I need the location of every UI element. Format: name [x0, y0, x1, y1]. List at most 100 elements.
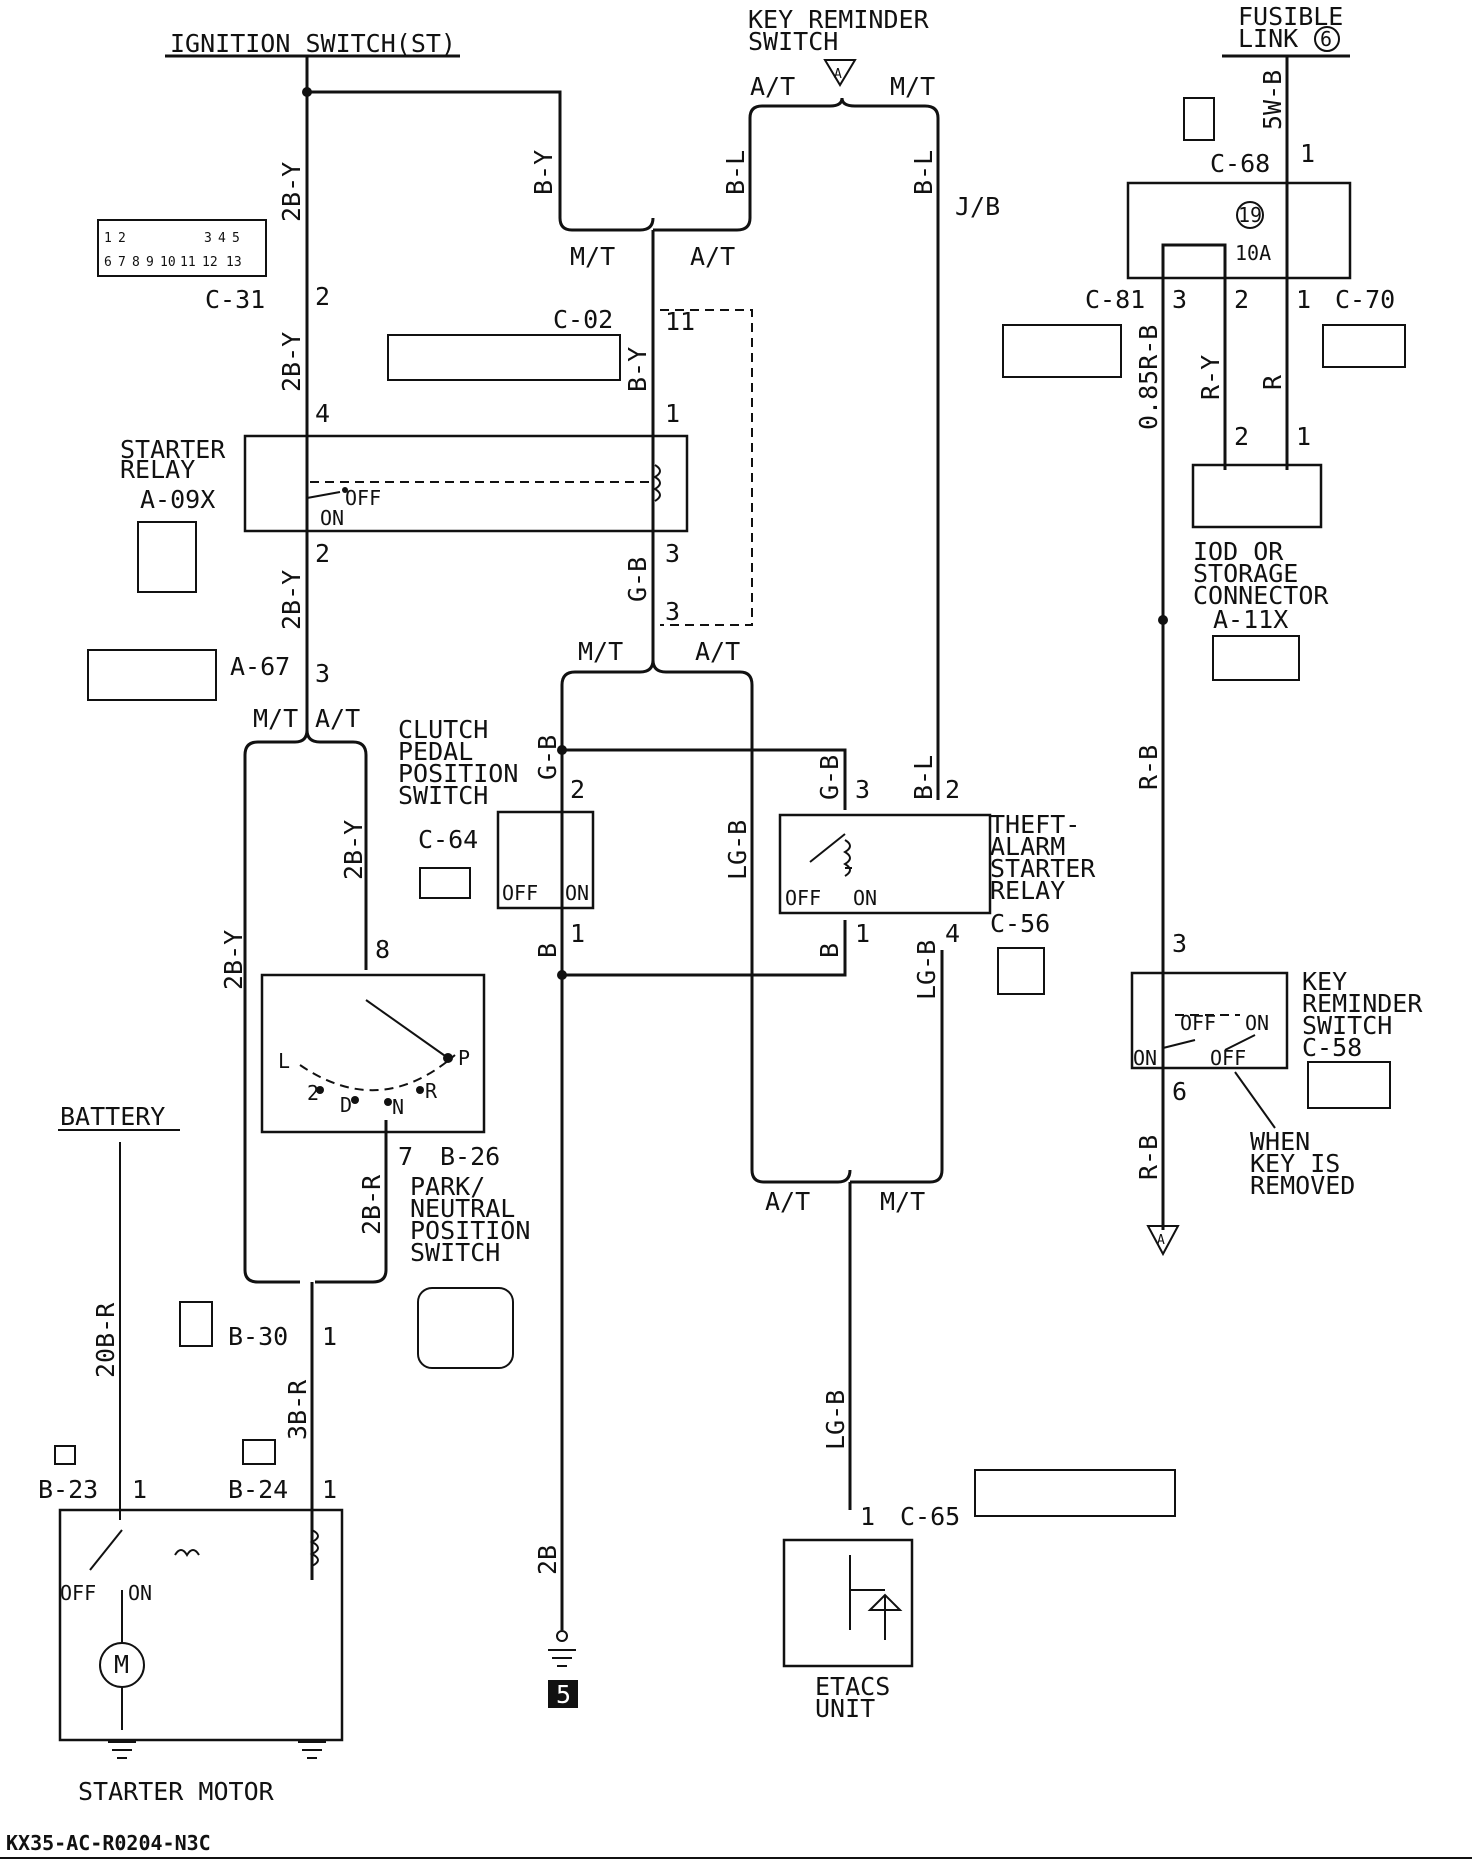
- connector-codes: C-31 C-02 C-68 C-81 C-70 A-67 C-64 C-56 …: [38, 149, 1395, 1531]
- wire-GB-theft: [562, 748, 847, 810]
- starter-motor-label: STARTER MOTOR: [78, 1777, 275, 1806]
- shift-L: L: [278, 1049, 290, 1073]
- fusible-link-number: 6: [1320, 27, 1332, 51]
- variant-mt: M/T: [890, 72, 935, 101]
- variant-mt: M/T: [253, 704, 298, 733]
- wire-label: J/B: [955, 192, 1000, 221]
- conn-c64: C-64: [418, 825, 478, 854]
- wire-label: 2B-Y: [339, 820, 368, 880]
- wire-label: G-B: [533, 735, 562, 780]
- wire-label: B-L: [721, 150, 750, 195]
- pin-number: 1: [1296, 422, 1311, 451]
- face-pin: 12: [202, 255, 218, 270]
- conn-c56: C-56: [990, 909, 1050, 938]
- variant-at: A/T: [765, 1187, 810, 1216]
- face-pin: 8: [132, 255, 140, 270]
- wire-BL-mt: [840, 97, 940, 800]
- fuse-number-circle: [1236, 201, 1264, 229]
- ground-icon: [548, 1630, 576, 1667]
- switch-on: ON: [128, 1581, 152, 1605]
- wire-label: 2B: [533, 1545, 562, 1575]
- pin-number: 11: [665, 307, 695, 336]
- wire-label: LG-B: [821, 1390, 850, 1450]
- clutch-label-2: PEDAL: [398, 737, 473, 766]
- wire-label: B-L: [909, 150, 938, 195]
- key-reminder-internals: [1162, 1014, 1256, 1051]
- wire-GB-mt: [560, 659, 655, 1630]
- wire-label: 2B-R: [357, 1174, 386, 1235]
- starter-motor-internals: [89, 1529, 319, 1730]
- theft-label-3: STARTER: [990, 854, 1096, 883]
- key-reminder-top-label-1: KEY REMINDER: [748, 5, 930, 34]
- face-pin: 9: [146, 255, 154, 270]
- wire-label: B-Y: [623, 347, 652, 392]
- pin-number: 2: [570, 775, 585, 804]
- connector-face-c81: [1002, 324, 1122, 378]
- wire-label: R-Y: [1196, 355, 1225, 400]
- fuse-rating: 10A: [1235, 241, 1271, 265]
- connector-a-label-top: A: [834, 67, 842, 82]
- switch-on: ON: [1133, 1046, 1157, 1070]
- pin-number: 3: [1172, 929, 1187, 958]
- pin-number: 1: [665, 399, 680, 428]
- wire-label: B: [815, 943, 844, 958]
- variant-at: A/T: [690, 242, 735, 271]
- connector-face-a09x: [137, 521, 197, 593]
- switch-off: OFF: [345, 486, 381, 510]
- pin-number: 7: [398, 1142, 413, 1171]
- fusible-number-circle: [1314, 26, 1340, 52]
- variant-at: A/T: [315, 704, 360, 733]
- pin-number: 1: [570, 919, 585, 948]
- pin-number: 2: [1234, 285, 1249, 314]
- wire-label: 2B-Y: [277, 162, 306, 222]
- variant-mt: M/T: [578, 637, 623, 666]
- connector-face-b30: [179, 1301, 213, 1347]
- theft-label-2: ALARM: [990, 832, 1065, 861]
- starter-relay-label-1: STARTER: [120, 435, 226, 464]
- wire-label: LG-B: [723, 820, 752, 880]
- face-pin: 4: [218, 231, 226, 246]
- wire-label: R-B: [1134, 1135, 1163, 1180]
- pin-number: 1: [855, 919, 870, 948]
- switch-off: OFF: [60, 1581, 96, 1605]
- wire-mt-junction: [558, 217, 655, 232]
- clutch-label-1: CLUTCH: [398, 715, 488, 744]
- face-pin: 1: [104, 231, 112, 246]
- connector-face-c02: [387, 334, 621, 381]
- wire-2BR: [315, 1120, 388, 1284]
- wire-label: 2B-Y: [277, 332, 306, 392]
- iod-connector-box: [1191, 463, 1323, 529]
- key-reminder-top-label-2: SWITCH: [748, 27, 838, 56]
- fuse-number: 19: [1238, 203, 1262, 227]
- wire-label: 2B-Y: [219, 930, 248, 990]
- iod-label-2: STORAGE: [1193, 559, 1298, 588]
- pin-number: 1: [1300, 139, 1315, 168]
- wire-label: B: [533, 943, 562, 958]
- wire-2BY-at: [305, 729, 368, 970]
- starter-motor-box: [58, 1508, 344, 1742]
- wire-label: B-Y: [529, 150, 558, 195]
- pin-number: 2: [315, 539, 330, 568]
- switch-on: ON: [320, 506, 344, 530]
- face-pin: 3: [204, 231, 212, 246]
- connector-face-b23: [54, 1445, 76, 1465]
- wire-label: 3B-R: [283, 1379, 312, 1440]
- variant-at: A/T: [750, 72, 795, 101]
- etacs-label-2: UNIT: [815, 1694, 875, 1723]
- ground-icon: [298, 1741, 326, 1759]
- motor-letter: M: [114, 1650, 129, 1679]
- connector-face-c68: [1183, 97, 1215, 141]
- face-pin: 2: [118, 231, 126, 246]
- connector-face-c58: [1307, 1061, 1391, 1109]
- key-reminder-switch-box: [1130, 971, 1289, 1070]
- connector-face-c64: [419, 867, 471, 899]
- conn-c70: C-70: [1335, 285, 1395, 314]
- wire-LGB-at: [651, 659, 852, 1184]
- connector-a-triangle-top: [823, 59, 857, 87]
- keyrem-label-1: KEY: [1302, 967, 1347, 996]
- face-pin: 10: [160, 255, 176, 270]
- starter-relay-box: [243, 434, 689, 533]
- wire-label: R: [1258, 374, 1287, 390]
- face-pin: 7: [118, 255, 126, 270]
